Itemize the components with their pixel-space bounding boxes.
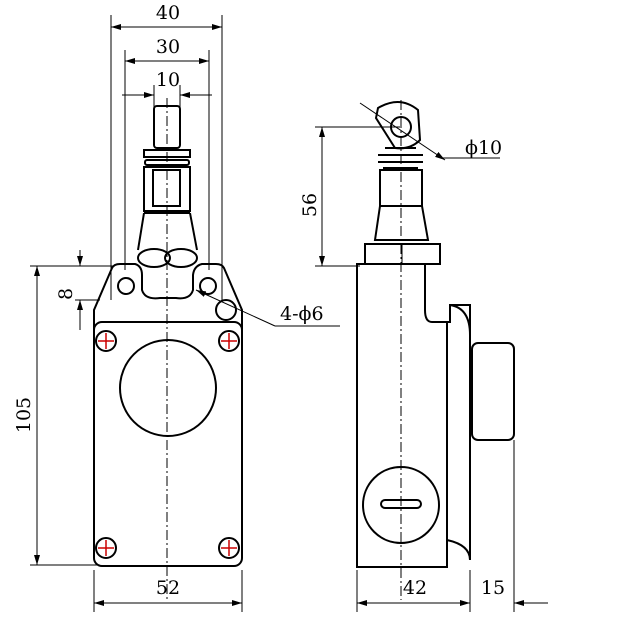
dim-56: 56	[299, 193, 321, 217]
dim-52: 52	[156, 577, 180, 599]
dim-15: 15	[481, 577, 505, 599]
side-view: 56 ϕ10 42 15	[299, 100, 548, 612]
dim-10: 10	[156, 69, 180, 91]
dim-4-phi6: 4-ϕ6	[280, 303, 324, 325]
dim-8: 8	[55, 288, 77, 300]
dim-30: 30	[156, 36, 180, 58]
dim-40: 40	[156, 2, 180, 24]
front-view: 40 30 10 105 8 52 4-ϕ6	[13, 2, 340, 612]
screw-icons	[95, 330, 240, 559]
dim-105: 105	[13, 397, 35, 433]
dim-phi10: ϕ10	[465, 137, 502, 159]
dim-42: 42	[403, 577, 427, 599]
